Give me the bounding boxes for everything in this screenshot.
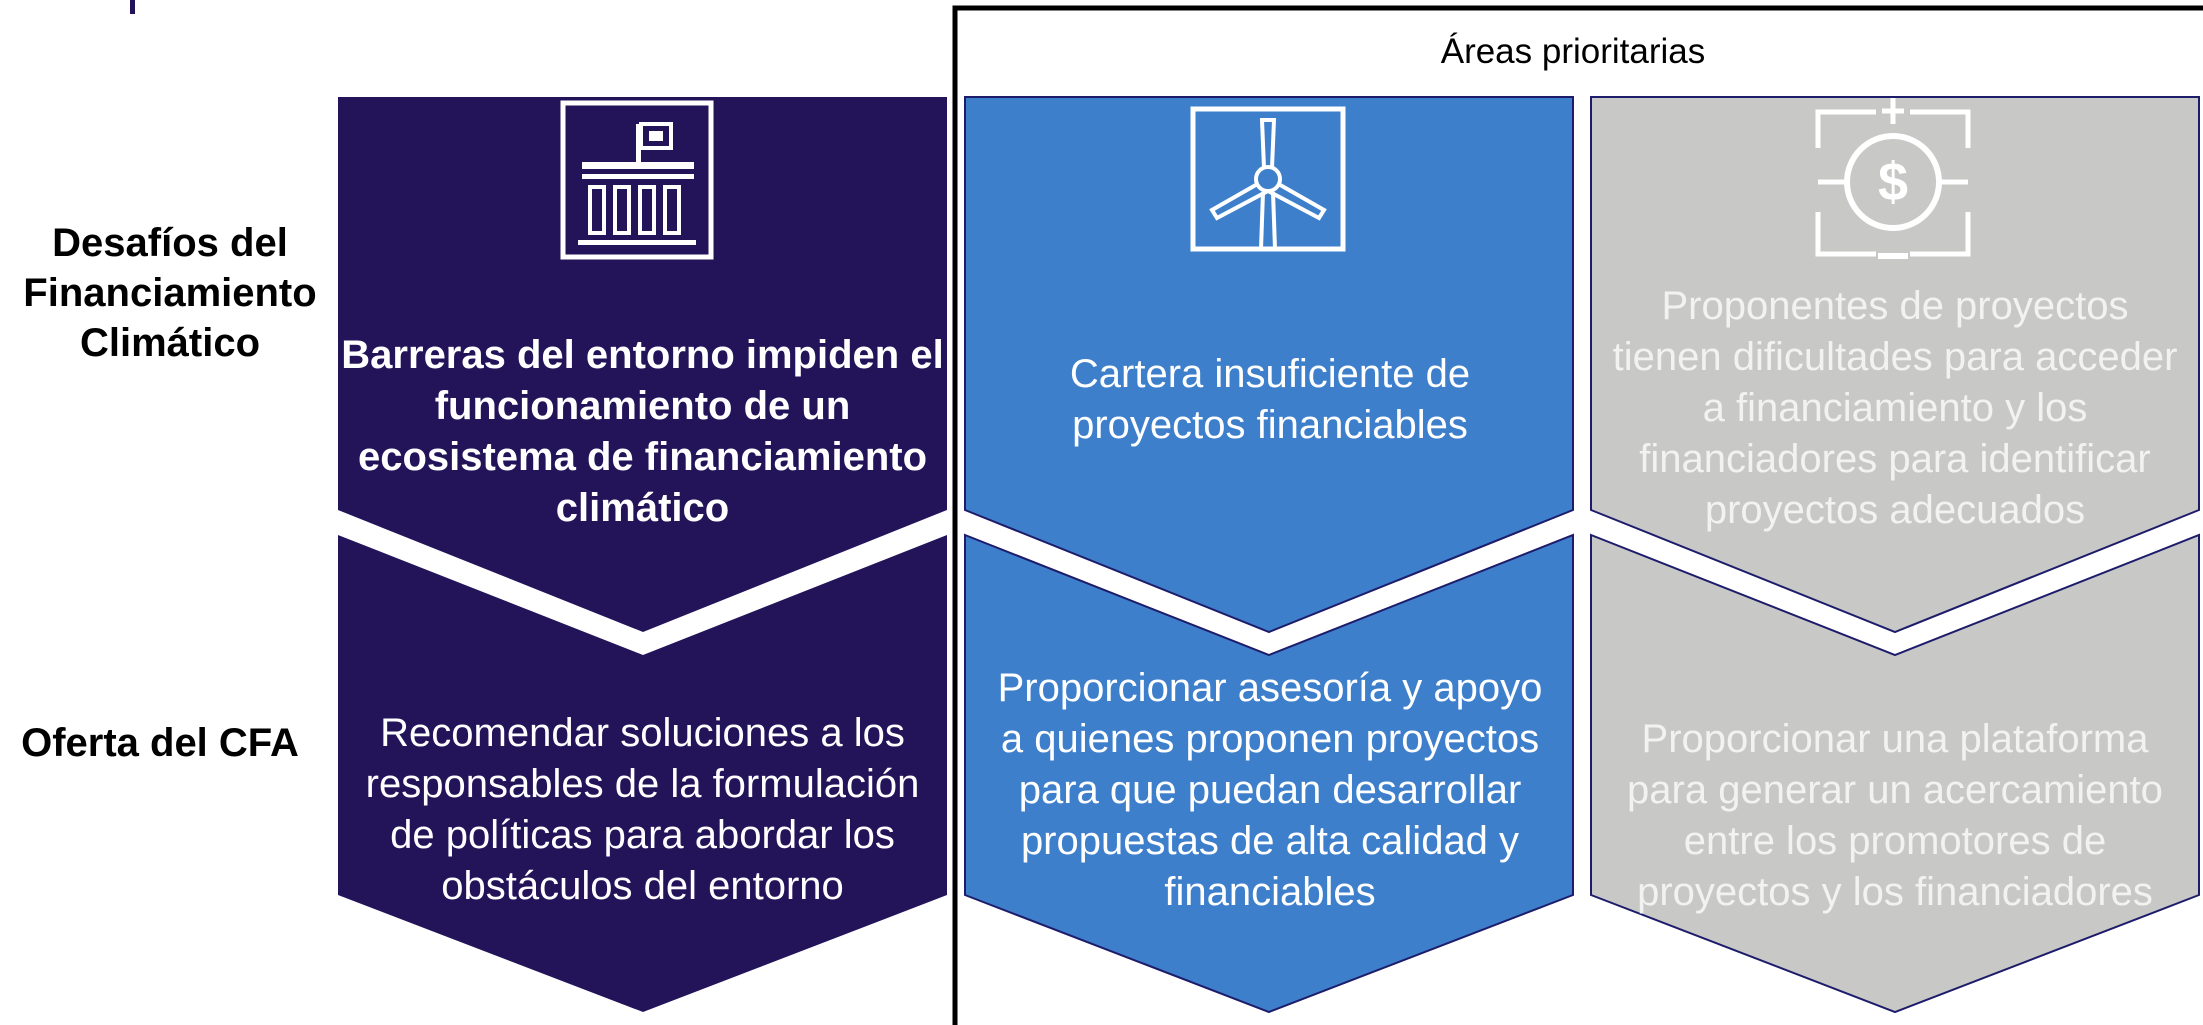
offer-text-pipeline: Proporcionar asesoría y apoyo a quienes … bbox=[997, 665, 1543, 914]
offer-text-access: Proporcionar una plataforma para generar… bbox=[1627, 717, 2163, 914]
chevron-challenge-pipeline bbox=[964, 96, 1574, 634]
offer-text-environment: Recomendar soluciones a los responsables… bbox=[365, 711, 920, 908]
svg-text:$: $ bbox=[1878, 152, 1908, 212]
challenge-text-environment: Barreras del entorno impiden el funciona… bbox=[341, 333, 944, 530]
priority-areas-label: Áreas prioritarias bbox=[1440, 32, 1706, 71]
offer-row-label: Oferta del CFA bbox=[21, 721, 299, 765]
challenges-row-label: Desafíos del Financiamiento Climático bbox=[23, 221, 317, 365]
priority-areas-bracket bbox=[952, 5, 2203, 1025]
chevron-challenge-environment bbox=[338, 97, 947, 632]
chevron-offer-environment bbox=[338, 535, 947, 1012]
chevron-offer-access bbox=[1590, 533, 2200, 1014]
challenge-text-access: Proponentes de proyectos tienen dificult… bbox=[1612, 283, 2178, 532]
government-building-icon bbox=[560, 100, 714, 260]
title-accent-bar bbox=[130, 0, 135, 14]
wind-turbine-icon bbox=[1190, 106, 1346, 252]
challenge-text-pipeline: Cartera insuficiente de proyectos financ… bbox=[1069, 352, 1471, 447]
chevron-challenge-access bbox=[1590, 96, 2200, 634]
chevron-offer-pipeline bbox=[964, 533, 1574, 1014]
dollar-coin-icon: $ bbox=[1815, 98, 1971, 259]
